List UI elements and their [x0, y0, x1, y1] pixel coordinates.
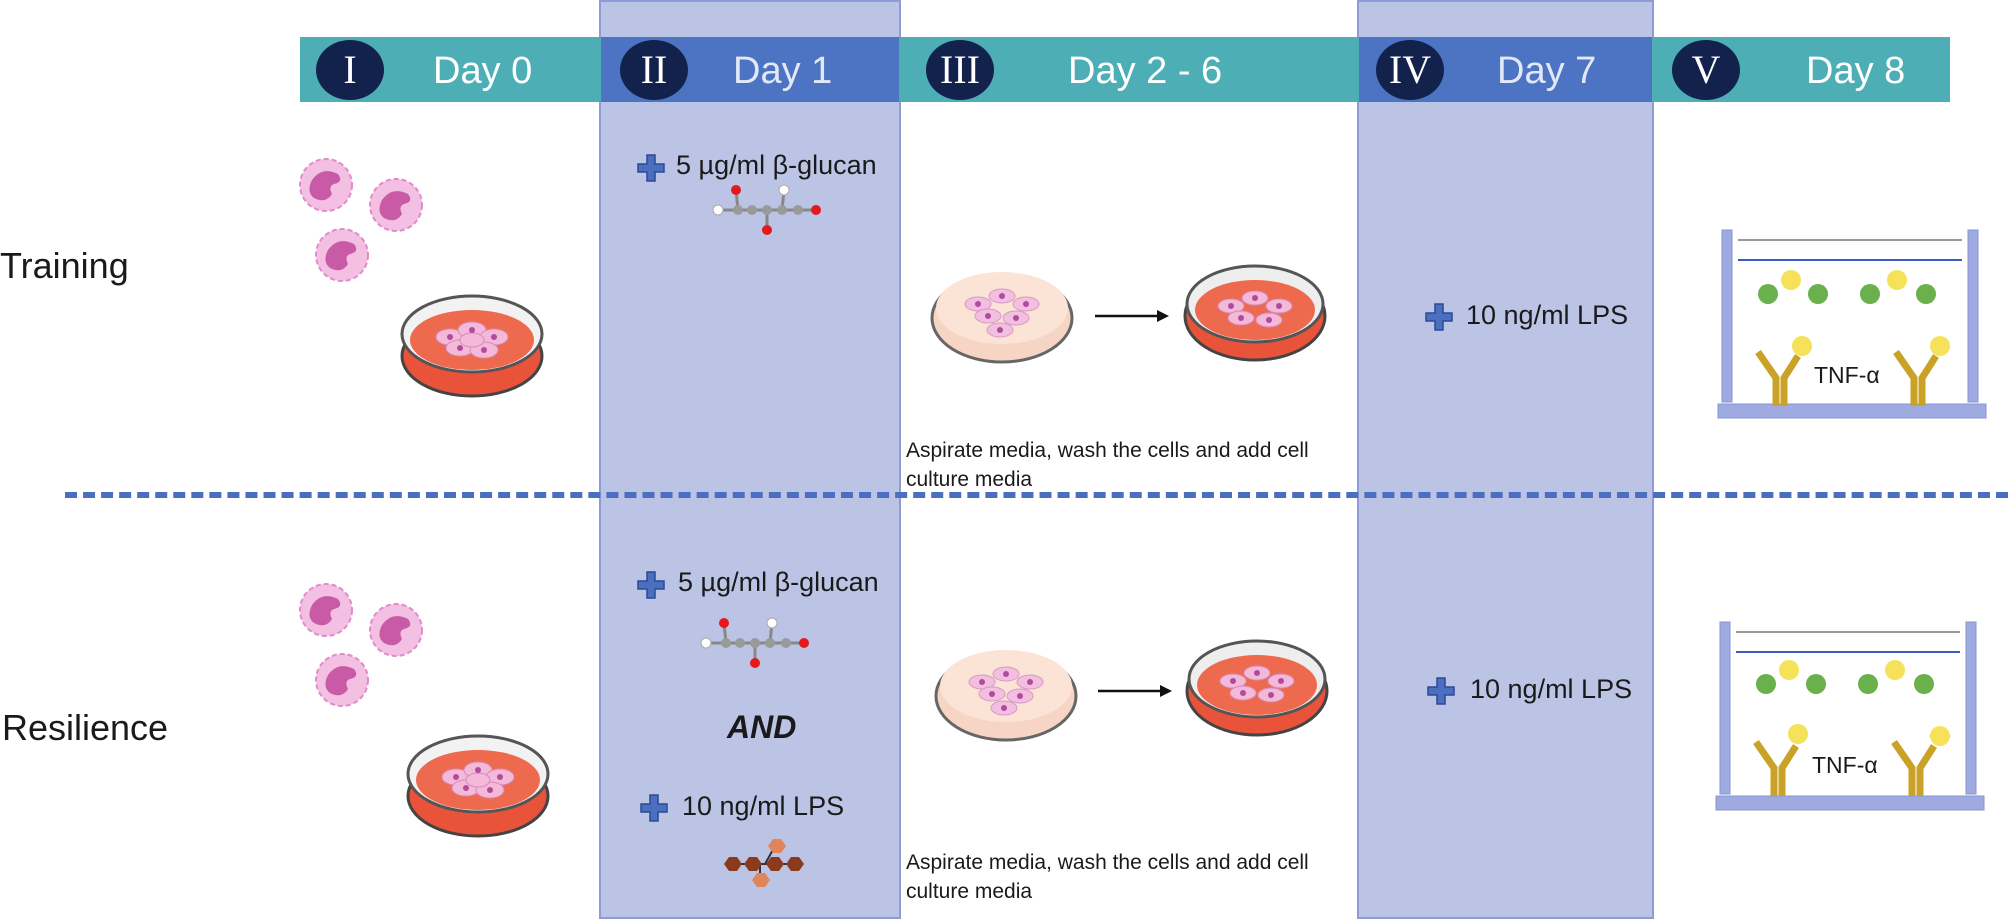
day7-column-highlight — [1357, 0, 1654, 919]
training-row-label: Training — [0, 245, 129, 286]
resilience-row-label: Resilience — [2, 707, 169, 748]
step-2-day-label: Day 1 — [733, 50, 833, 92]
resilience-lps-dose: 10 ng/ml LPS — [1470, 674, 1633, 704]
resilience-tnf-alpha-label: TNF-α — [1812, 752, 1878, 778]
step-1-badge: I — [316, 40, 384, 100]
step-3-badge: III — [926, 40, 994, 100]
step-3-day-label: Day 2 - 6 — [1068, 50, 1223, 92]
step-1-day-label: Day 0 — [433, 50, 533, 92]
training-monocytes-icon — [299, 158, 423, 282]
training-beta-glucan-dose: 5 µg/ml β-glucan — [676, 150, 877, 180]
resilience-refreshed-dish-icon — [1185, 639, 1329, 737]
resilience-elisa-well-icon — [1715, 621, 1985, 811]
resilience-beta-glucan-molecule-icon — [700, 617, 809, 668]
step-2-badge: II — [620, 40, 688, 100]
resilience-lps-molecule-icon — [724, 839, 804, 887]
training-elisa-well-icon — [1717, 229, 1987, 419]
training-arrow-icon — [1095, 310, 1169, 322]
resilience-and-label: AND — [727, 709, 797, 745]
step-4-day-label: Day 7 — [1497, 50, 1597, 92]
resilience-add-lps-day1-icon — [640, 794, 668, 822]
resilience-culture-dish-icon — [406, 734, 550, 838]
training-culture-dish-icon — [400, 294, 544, 398]
resilience-add-lps-icon — [1427, 677, 1455, 705]
training-add-lps-icon — [1425, 303, 1453, 331]
training-wash-note: Aspirate media, wash the cells and add c… — [906, 439, 1309, 491]
resilience-arrow-icon — [1098, 685, 1172, 697]
training-lps-dose: 10 ng/ml LPS — [1466, 300, 1629, 330]
resilience-monocytes-icon — [299, 583, 423, 707]
resilience-lps-day1-dose: 10 ng/ml LPS — [682, 791, 845, 821]
step-4-badge: IV — [1376, 40, 1444, 100]
row-divider — [65, 492, 2008, 498]
training-add-beta-glucan-icon — [637, 154, 665, 182]
training-refreshed-dish-icon — [1183, 264, 1327, 362]
day1-column-highlight — [599, 0, 901, 919]
resilience-washed-dish-icon — [934, 650, 1078, 742]
resilience-beta-glucan-dose: 5 µg/ml β-glucan — [678, 567, 879, 597]
resilience-wash-note: Aspirate media, wash the cells and add c… — [906, 851, 1309, 903]
training-tnf-alpha-label: TNF-α — [1814, 362, 1880, 388]
step-5-badge: V — [1672, 40, 1740, 100]
resilience-add-beta-glucan-icon — [637, 571, 665, 599]
training-beta-glucan-molecule-icon — [712, 184, 821, 235]
step-5-day-label: Day 8 — [1806, 50, 1906, 92]
training-washed-dish-icon — [930, 272, 1074, 364]
